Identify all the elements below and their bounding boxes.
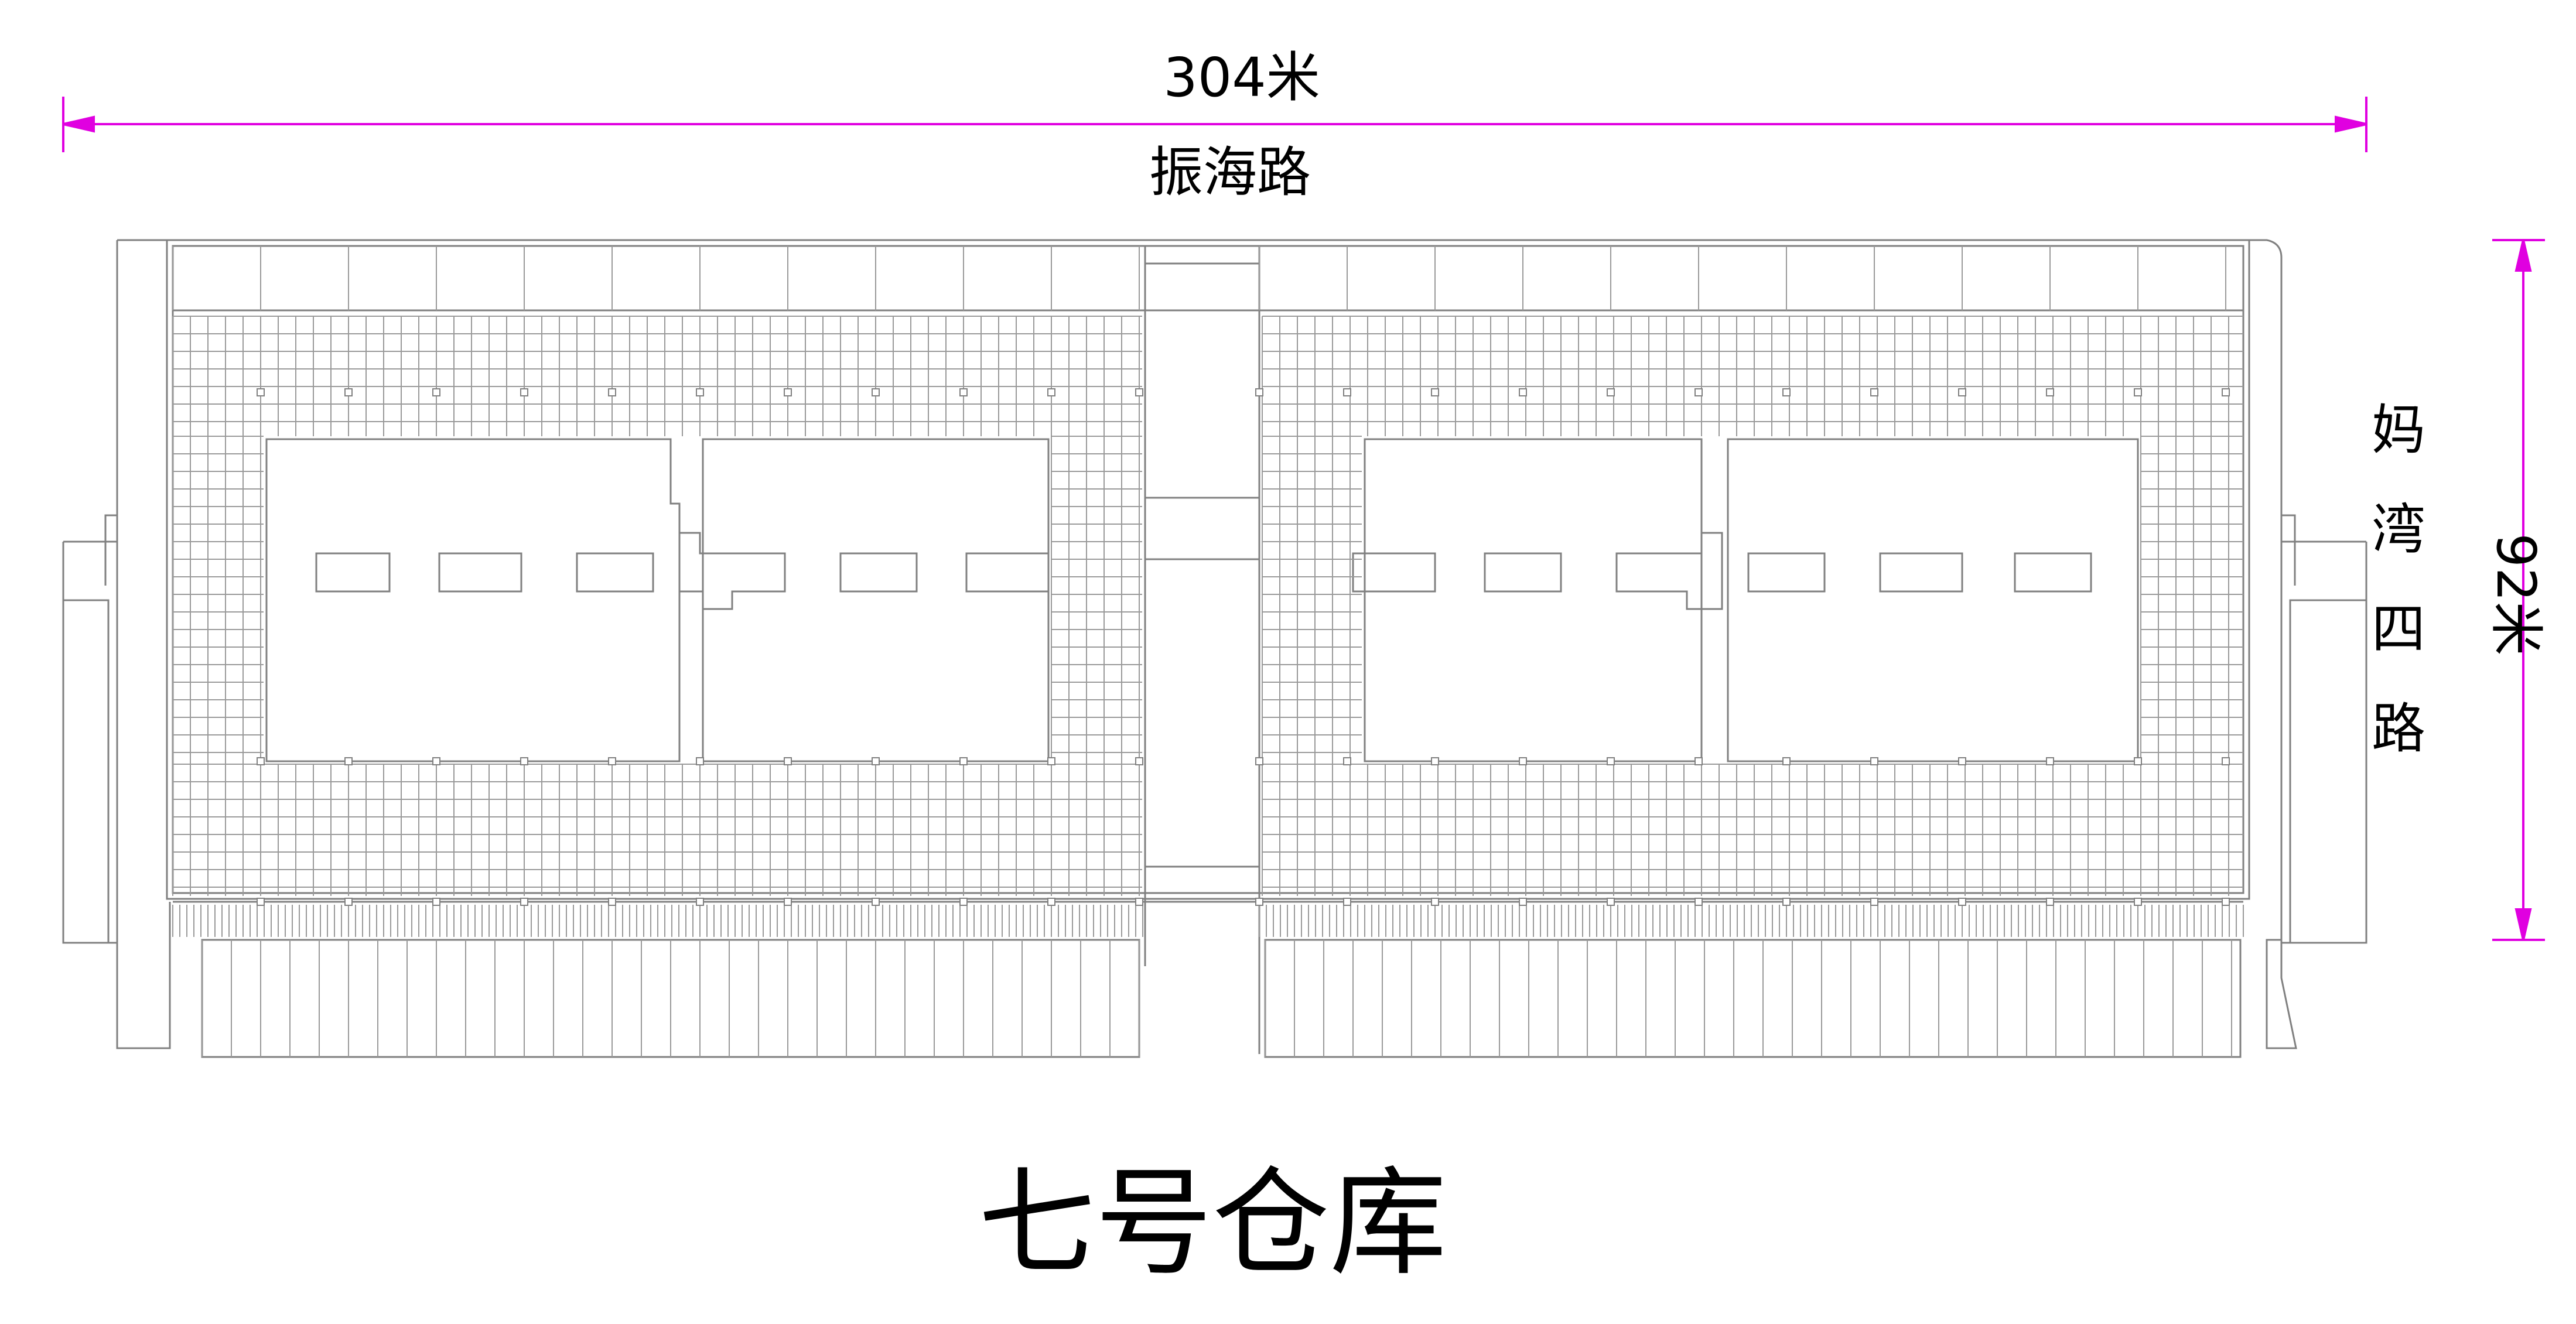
column-marker [2222,898,2230,906]
column-marker [1782,388,1791,396]
column-marker [1519,757,1527,765]
east-annex [2281,514,2367,944]
column-marker [257,388,265,396]
column-marker [608,388,616,396]
column-marker [2046,388,2054,396]
column-marker [1255,757,1263,765]
column-marker [2046,757,2054,765]
column-marker [784,388,792,396]
column-marker [432,757,440,765]
column-marker [2134,757,2142,765]
street-east-char: 湾 [2371,498,2425,561]
column-marker [1694,898,1703,906]
column-marker [784,898,792,906]
column-marker [1694,757,1703,765]
column-marker [1135,757,1143,765]
column-marker [1958,898,1966,906]
column-marker [872,388,880,396]
column-marker [1782,898,1791,906]
street-east-char: 四 [2371,598,2425,661]
column-marker [959,388,968,396]
column-marker [2134,388,2142,396]
column-marker [1047,388,1055,396]
west-annex [62,514,117,944]
building-outline [166,239,2250,900]
column-marker [344,388,353,396]
column-marker [2046,898,2054,906]
column-marker [1343,757,1351,765]
column-marker [520,898,528,906]
column-marker [1958,757,1966,765]
column-marker [1343,898,1351,906]
width-dimension-line [62,97,2367,152]
column-marker [784,757,792,765]
column-marker [1255,388,1263,396]
column-marker [257,757,265,765]
column-marker [2222,388,2230,396]
height-dimension-label: 92米 [2485,533,2547,656]
courtyard-east [1364,438,2139,762]
column-marker [608,757,616,765]
column-marker [1782,757,1791,765]
site-outline-west [116,240,171,1049]
column-marker [1607,757,1615,765]
column-marker [1135,898,1143,906]
column-marker [1431,757,1439,765]
storage-rack-grid [172,246,2244,1057]
width-dimension-label: 304米 [1163,46,1320,109]
column-marker [872,898,880,906]
column-marker [1958,388,1966,396]
column-marker [520,757,528,765]
street-name-north: 振海路 [1149,141,1311,204]
column-marker [1431,898,1439,906]
column-marker [2222,757,2230,765]
column-marker [1047,757,1055,765]
column-marker [1870,388,1878,396]
column-marker [872,757,880,765]
central-corridor [1144,245,1260,903]
column-marker [696,388,704,396]
courtyard-west [265,438,1050,762]
column-marker [608,898,616,906]
column-marker [432,898,440,906]
column-marker [1255,898,1263,906]
street-name-east: 妈 湾 四 路 [2366,381,2431,779]
column-marker [696,898,704,906]
drawing-title: 七号仓库 [978,1155,1447,1292]
building-geometry [62,239,2367,1058]
column-marker [432,388,440,396]
column-marker [1047,898,1055,906]
column-marker [959,898,968,906]
column-marker [520,388,528,396]
street-east-char: 路 [2371,697,2425,760]
column-marker [344,898,353,906]
column-marker [1870,757,1878,765]
column-marker [344,757,353,765]
structural-columns [257,388,2230,906]
column-marker [1343,388,1351,396]
street-east-char: 妈 [2371,399,2425,461]
column-marker [1870,898,1878,906]
column-marker [257,898,265,906]
column-marker [1607,898,1615,906]
site-outline [117,239,2297,1049]
column-marker [696,757,704,765]
column-marker [1694,388,1703,396]
column-marker [1519,388,1527,396]
interior-rooms [315,532,2092,610]
column-marker [1607,388,1615,396]
column-marker [2134,898,2142,906]
column-marker [959,757,968,765]
height-dimension-line [2492,239,2545,941]
column-marker [1519,898,1527,906]
column-marker [1431,388,1439,396]
column-marker [1135,388,1143,396]
